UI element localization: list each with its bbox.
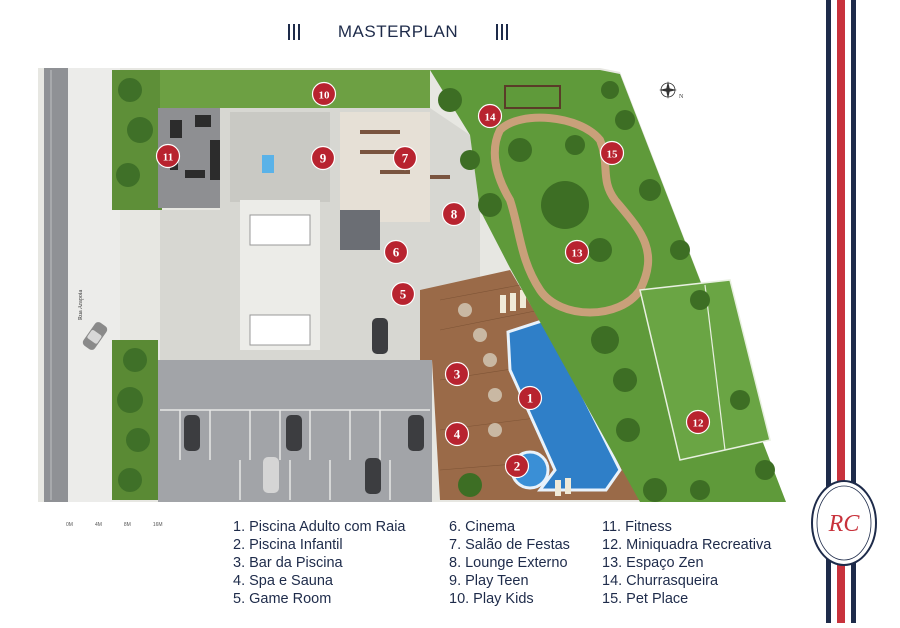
marker-number: 13 [572, 248, 584, 260]
scale-label: 8M [123, 522, 131, 528]
page-header: MASTERPLAN [288, 18, 508, 46]
marker-3: 3 [444, 361, 470, 387]
marker-circle [685, 409, 711, 435]
scale-label: 0M [66, 522, 73, 528]
marker-number: 10 [319, 90, 331, 102]
compass-icon [659, 81, 677, 99]
street-car-icon [82, 322, 108, 350]
street [44, 68, 68, 502]
marker-circle [444, 421, 470, 447]
marker-number: 7 [402, 151, 409, 166]
mini-court [639, 279, 771, 461]
marker-1: 1 [517, 385, 543, 411]
marker-circle [441, 201, 467, 227]
brand-logo: RC [808, 478, 880, 568]
legend-item: 4. Spa e Sauna [233, 573, 333, 589]
scale-bar: 0M 4M 8M 16M [66, 522, 163, 528]
legend-item: 10. Play Kids [449, 591, 534, 607]
marker-circle [311, 81, 337, 107]
marker-8: 8 [441, 201, 467, 227]
marker-number: 2 [514, 459, 521, 474]
marker-12: 12 [685, 409, 711, 435]
logo-monogram: RC [828, 511, 861, 537]
legend-item: 15. Pet Place [602, 591, 689, 607]
brand-stripes [826, 0, 868, 623]
marker-circle [155, 143, 181, 169]
legend-column-3: 11. Fitness 12. Miniquadra Recreativa 13… [602, 518, 771, 608]
title-bars-left [288, 24, 300, 40]
scale-label: 4M [94, 522, 102, 528]
marker-2: 2 [504, 453, 530, 479]
marker-number: 6 [393, 245, 400, 260]
marker-10: 10 [311, 81, 337, 107]
legend-item: 6. Cinema [449, 519, 516, 535]
title-bars-right [496, 24, 508, 40]
compass-label: N [679, 94, 684, 100]
marker-circle [310, 145, 336, 171]
marker-14: 14 [477, 103, 503, 129]
marker-circle [477, 103, 503, 129]
marker-number: 4 [454, 427, 461, 442]
garden-top [160, 70, 430, 108]
legend-item: 14. Churrasqueira [602, 573, 719, 589]
legend-item: 2. Piscina Infantil [233, 537, 343, 553]
marker-number: 3 [454, 367, 461, 382]
marker-6: 6 [383, 239, 409, 265]
cinema-room [340, 210, 380, 250]
marker-4: 4 [444, 421, 470, 447]
legend-item: 11. Fitness [602, 519, 672, 535]
marker-number: 9 [320, 151, 327, 166]
marker-13: 13 [564, 239, 590, 265]
scale-label: 16M [152, 522, 163, 528]
marker-circle [383, 239, 409, 265]
marker-9: 9 [310, 145, 336, 171]
marker-15: 15 [599, 140, 625, 166]
legend-item: 1. Piscina Adulto com Raia [233, 519, 406, 535]
legend-column-2: 6. Cinema 7. Salão de Festas 8. Lounge E… [449, 518, 570, 608]
legend-item: 5. Game Room [233, 591, 332, 607]
marker-11: 11 [155, 143, 181, 169]
street-label: Rua Arapoia [78, 290, 84, 320]
marker-number: 12 [693, 418, 705, 430]
marker-number: 1 [527, 391, 534, 406]
legend-column-1: 1. Piscina Adulto com Raia 2. Piscina In… [233, 518, 405, 608]
marker-number: 15 [607, 149, 619, 161]
legend-item: 9. Play Teen [449, 573, 529, 589]
legend-item: 7. Salão de Festas [449, 537, 570, 553]
marker-circle [517, 385, 543, 411]
legend-item: 13. Espaço Zen [602, 555, 704, 571]
bbq-pergola [504, 85, 561, 109]
marker-7: 7 [392, 145, 418, 171]
page-title: MASTERPLAN [337, 22, 459, 41]
marker-circle [390, 281, 416, 307]
marker-number: 8 [451, 207, 458, 222]
marker-circle [599, 140, 625, 166]
marker-5: 5 [390, 281, 416, 307]
marker-circle [392, 145, 418, 171]
marker-number: 11 [163, 152, 173, 164]
legend-item: 8. Lounge Externo [449, 555, 568, 571]
marker-circle [444, 361, 470, 387]
marker-number: 14 [485, 112, 497, 124]
marker-circle [564, 239, 590, 265]
marker-circle [504, 453, 530, 479]
legend-item: 12. Miniquadra Recreativa [602, 537, 772, 553]
sidewalk [68, 68, 120, 502]
marker-number: 5 [400, 287, 407, 302]
legend-item: 3. Bar da Piscina [233, 555, 343, 571]
